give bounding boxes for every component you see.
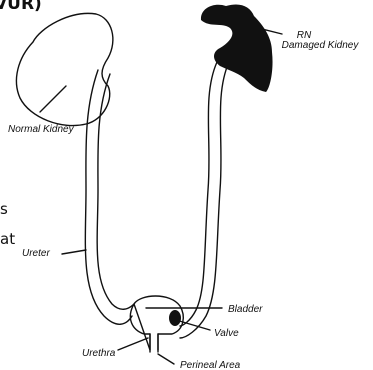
label-bladder: Bladder — [228, 304, 263, 315]
label-normal-kidney: Normal Kidney — [8, 124, 75, 135]
pointer-perineal — [158, 354, 174, 364]
label-damaged-kidney: Damaged Kidney — [282, 40, 360, 51]
pointer-normal-kidney — [40, 86, 66, 112]
right-ureter-inner — [180, 62, 229, 338]
pointer-valve — [176, 320, 210, 330]
label-ureter: Ureter — [22, 248, 50, 259]
urethra — [150, 334, 158, 352]
label-valve: Valve — [214, 328, 239, 339]
left-ureter-outer — [85, 70, 132, 324]
left-ureter-inner — [97, 74, 134, 309]
valve — [169, 310, 181, 326]
right-ureter-outer — [180, 62, 217, 326]
label-urethra: Urethra — [82, 348, 116, 359]
label-perineal-area: Perineal Area — [180, 360, 241, 370]
pointer-ureter — [62, 250, 86, 254]
pointer-urethra — [118, 338, 148, 350]
